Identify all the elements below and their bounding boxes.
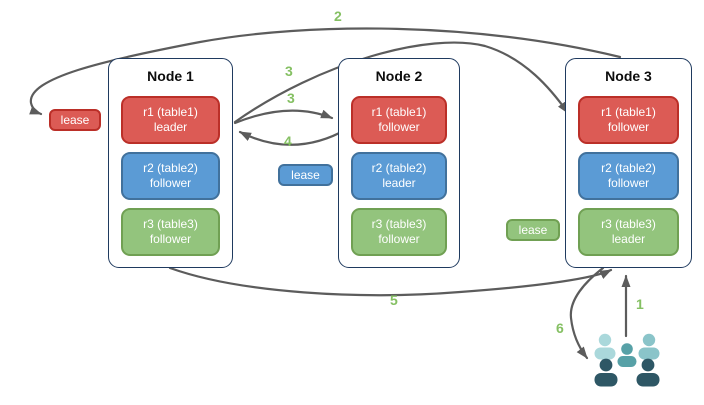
replica-card-n1-r1: r1 (table1) leader — [121, 96, 220, 144]
replica-name: r2 (table2) — [371, 161, 427, 175]
replica-name: r3 (table3) — [371, 217, 427, 231]
step-label-3a: 3 — [285, 63, 293, 79]
arrow-step-4-node2-to-node1 — [238, 127, 349, 146]
replica-role: follower — [607, 120, 650, 134]
step-label-6: 6 — [556, 320, 564, 336]
replica-card-n3-r2: r2 (table2) follower — [578, 152, 679, 200]
replica-name: r1 (table1) — [601, 105, 656, 119]
replica-name: r2 (table2) — [143, 161, 198, 175]
replica-card-n2-r1: r1 (table1) follower — [351, 96, 447, 144]
node-3-replicas: r1 (table1) follower r2 (table2) followe… — [578, 96, 679, 256]
replica-card-n3-r3: r3 (table3) leader — [578, 208, 679, 256]
replica-card-n1-r2: r2 (table2) follower — [121, 152, 220, 200]
node-3-title: Node 3 — [605, 68, 652, 84]
node-3-box: Node 3 r1 (table1) follower r2 (table2) … — [565, 58, 692, 268]
step-label-3b: 3 — [287, 90, 295, 106]
replica-card-n2-r3: r3 (table3) follower — [351, 208, 447, 256]
replica-name: r2 (table2) — [601, 161, 656, 175]
arrow-step-3-node1-to-node3 — [233, 41, 570, 124]
replica-role: leader — [611, 232, 646, 246]
lease-badge-table2: lease — [278, 164, 333, 186]
replica-role: leader — [382, 176, 416, 190]
node-2-box: Node 2 r1 (table1) follower r2 (table2) … — [338, 58, 460, 268]
node-1-title: Node 1 — [147, 68, 194, 84]
lease-badge-table1: lease — [49, 109, 101, 131]
replica-name: r3 (table3) — [601, 217, 656, 231]
arrow-step-5-node1-to-node3 — [168, 266, 613, 297]
replica-role: follower — [378, 120, 420, 134]
lease-badge-table3: lease — [506, 219, 560, 241]
node-2-replicas: r1 (table1) follower r2 (table2) leader … — [351, 96, 447, 256]
replica-name: r1 (table1) — [143, 105, 198, 119]
node-1-box: Node 1 r1 (table1) leader r2 (table2) fo… — [108, 58, 233, 268]
users-group-icon — [594, 333, 660, 387]
step-label-1: 1 — [636, 296, 644, 312]
replica-role: follower — [149, 176, 192, 190]
replica-role: follower — [149, 232, 192, 246]
replica-card-n3-r1: r1 (table1) follower — [578, 96, 679, 144]
replica-name: r3 (table3) — [143, 217, 198, 231]
arrow-step-6-node3-to-users — [569, 266, 605, 360]
replica-role: follower — [607, 176, 650, 190]
replica-card-n1-r3: r3 (table3) follower — [121, 208, 220, 256]
step-label-4: 4 — [284, 133, 292, 149]
node-1-replicas: r1 (table1) leader r2 (table2) follower … — [121, 96, 220, 256]
arrow-step-2-to-lease — [29, 27, 622, 116]
replica-role: leader — [153, 120, 188, 134]
arrow-step-3-node1-to-node2 — [233, 109, 334, 125]
replica-role: follower — [378, 232, 420, 246]
node-2-title: Node 2 — [375, 68, 423, 84]
replica-name: r1 (table1) — [371, 105, 427, 119]
replica-card-n2-r2: r2 (table2) leader — [351, 152, 447, 200]
step-label-5: 5 — [390, 292, 398, 308]
step-label-2: 2 — [334, 8, 342, 24]
